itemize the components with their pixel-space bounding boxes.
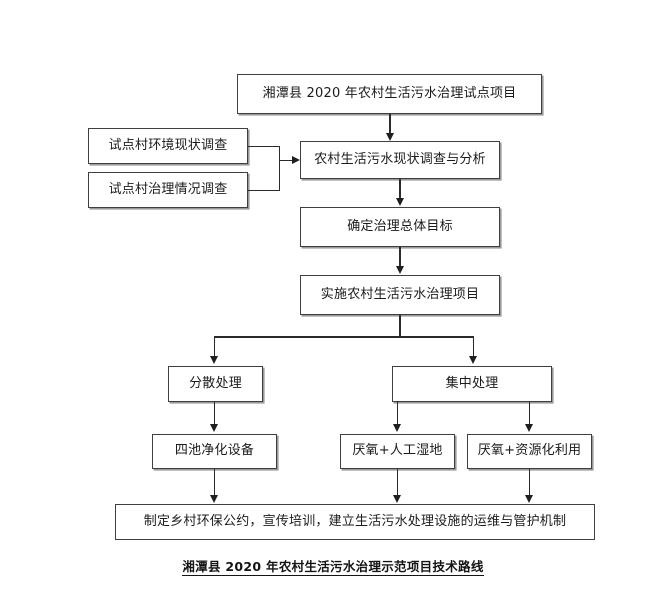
arrowhead-goal-to-implement xyxy=(395,266,404,274)
connector-decentralized-to-fourpond xyxy=(214,402,216,424)
node-survey-environment: 试点村环境现状调查 xyxy=(88,128,248,164)
arrowhead-decentralized-to-fourpond xyxy=(210,424,219,432)
arrowhead-wetland-to-mechanism xyxy=(393,495,402,503)
connector-split-bus xyxy=(214,336,474,338)
node-four-pond-purification: 四池净化设备 xyxy=(152,434,277,469)
node-overall-goal: 确定治理总体目标 xyxy=(300,207,500,247)
connector-analysis-to-goal xyxy=(399,179,401,199)
connector-centralized-to-resource xyxy=(529,402,531,424)
node-implement-project: 实施农村生活污水治理项目 xyxy=(300,275,500,315)
connector-bus-to-centralized xyxy=(473,336,475,358)
node-anaerobic-resource: 厌氧+资源化利用 xyxy=(467,434,592,469)
diagram-caption: 湘潭县 2020 年农村生活污水治理示范项目技术路线 xyxy=(0,556,666,576)
connector-fourpond-to-mechanism xyxy=(214,469,216,495)
connector-bus-to-decentralized xyxy=(214,336,216,358)
connector-title-to-analysis xyxy=(389,114,391,134)
connector-survey-treat-stub xyxy=(248,189,280,191)
arrowhead-analysis-to-goal xyxy=(395,198,404,206)
arrowhead-centralized-to-resource xyxy=(525,424,534,432)
node-anaerobic-wetland: 厌氧+人工湿地 xyxy=(340,434,455,469)
node-survey-treatment: 试点村治理情况调查 xyxy=(88,172,248,208)
arrowhead-fourpond-to-mechanism xyxy=(210,495,219,503)
connector-survey-env-stub xyxy=(248,145,280,147)
arrowhead-bus-to-decentralized xyxy=(210,356,219,364)
arrowhead-bus-to-centralized xyxy=(469,356,478,364)
connector-implement-stem xyxy=(399,315,401,337)
node-status-analysis: 农村生活污水现状调查与分析 xyxy=(300,141,500,179)
node-project-title: 湘潭县 2020 年农村生活污水治理试点项目 xyxy=(237,74,542,114)
node-centralized-treatment: 集中处理 xyxy=(392,366,552,402)
arrowhead-resource-to-mechanism xyxy=(525,495,534,503)
connector-resource-to-mechanism xyxy=(529,469,531,495)
diagram-caption-text: 湘潭县 2020 年农村生活污水治理示范项目技术路线 xyxy=(182,559,484,576)
node-maintenance-mechanism: 制定乡村环保公约，宣传培训，建立生活污水处理设施的运维与管护机制 xyxy=(115,504,595,540)
arrowhead-title-to-analysis xyxy=(385,133,394,141)
connector-goal-to-implement xyxy=(399,247,401,267)
connector-wetland-to-mechanism xyxy=(397,469,399,495)
connector-survey-to-analysis xyxy=(279,159,294,161)
connector-centralized-to-wetland xyxy=(397,402,399,424)
arrowhead-survey-to-analysis xyxy=(292,155,300,164)
connector-survey-bracket xyxy=(279,145,281,191)
node-decentralized-treatment: 分散处理 xyxy=(168,366,263,402)
arrowhead-centralized-to-wetland xyxy=(393,424,402,432)
